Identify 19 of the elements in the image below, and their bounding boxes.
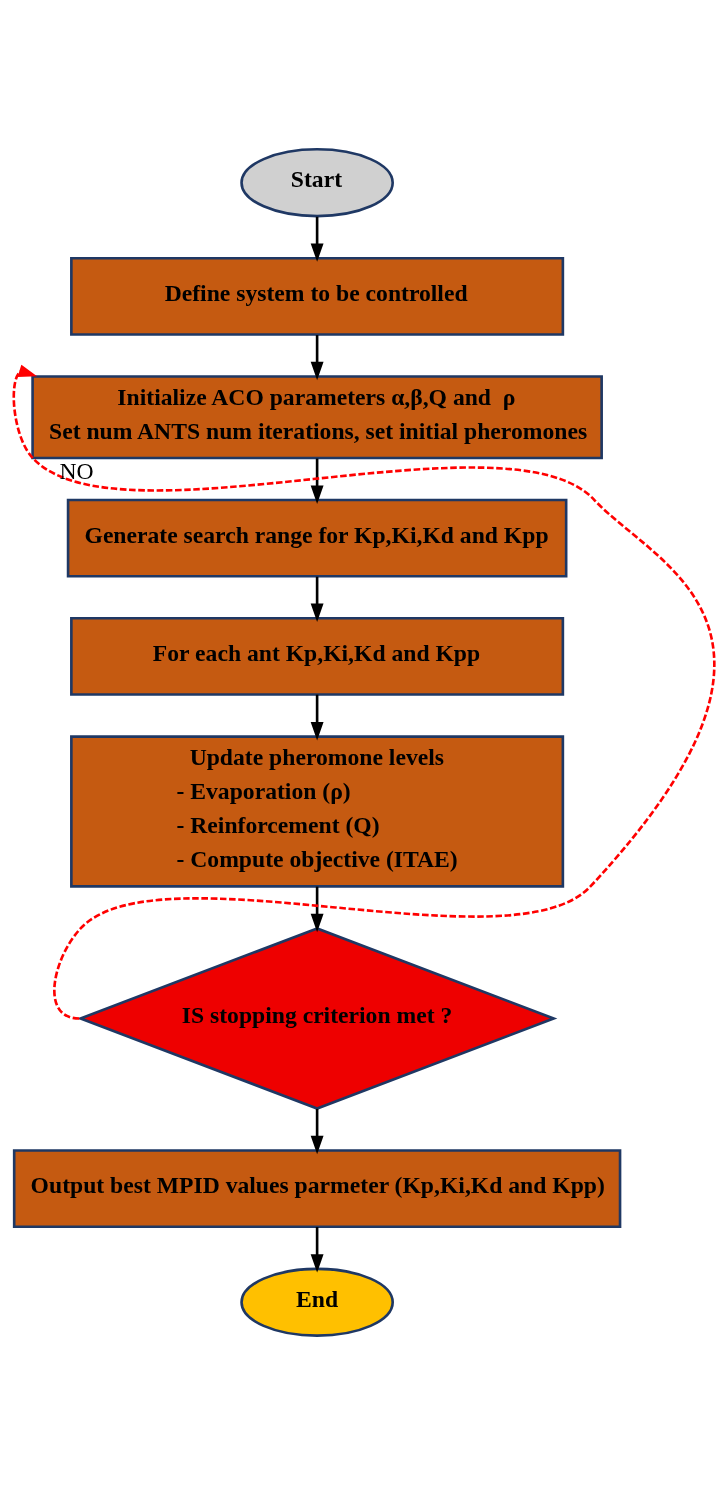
- node-ellipse: Start: [240, 148, 394, 218]
- arrow: [310, 576, 324, 622]
- arrow: [310, 335, 324, 381]
- arrow: [310, 458, 324, 504]
- arrow: [310, 694, 324, 741]
- arrow: [310, 216, 324, 262]
- node-diamond: IS stopping criterion met ?: [76, 927, 558, 1110]
- node-box: Output best MPID values parmeter (Kp,Ki,Kd and Kpp): [12, 1149, 622, 1229]
- node-box: Update pheromone levels - Evaporation (ρ) - Reinforcement (Q) - Compute objective (ITAE): [70, 735, 565, 888]
- node-box: For each ant Kp,Ki,Kd and Kpp: [70, 617, 565, 696]
- edge-label: NO: [59, 457, 94, 484]
- node-box: Generate search range for Kp,Ki,Kd and Kpp: [66, 498, 568, 578]
- node-box: Define system to be controlled: [70, 256, 565, 336]
- node-box: Initialize ACO parameters α,β,Q and ρ Set num ANTS num iterations, set initial pheromones: [31, 375, 603, 460]
- node-ellipse: End: [240, 1267, 394, 1337]
- arrow: [310, 1108, 324, 1155]
- arrow: [310, 886, 324, 933]
- arrow: [12, 364, 715, 1020]
- arrow: [310, 1226, 324, 1273]
